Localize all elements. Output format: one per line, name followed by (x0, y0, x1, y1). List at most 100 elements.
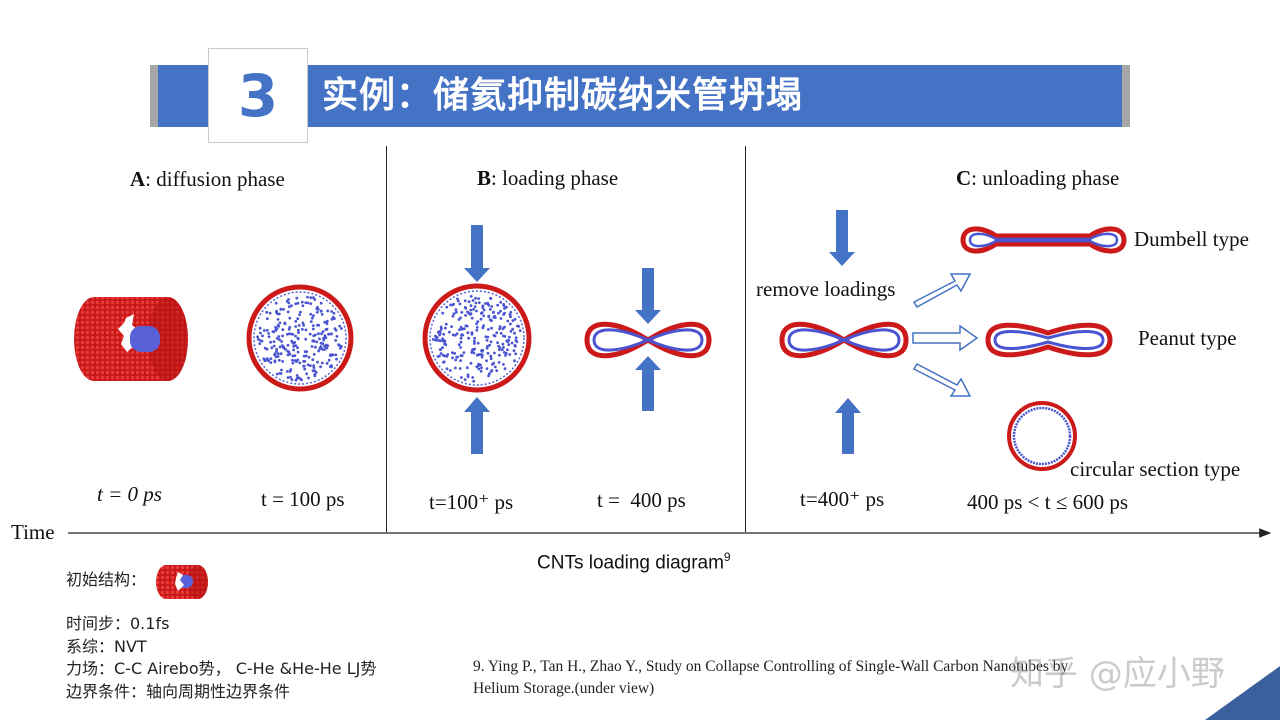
time-label-t100: t = 100 ps (261, 487, 345, 511)
helium-atom (456, 299, 460, 303)
helium-atom (458, 328, 461, 332)
helium-atom (315, 340, 319, 344)
helium-atom (335, 335, 339, 338)
helium-atom (450, 325, 453, 328)
helium-atom (475, 328, 479, 332)
helium-atom (503, 325, 506, 329)
phase-a-heading: A: diffusion phase (130, 167, 285, 191)
helium-atom (272, 340, 276, 343)
helium-atom (458, 302, 462, 306)
helium-atom (479, 369, 483, 373)
arrow-down-b1 (464, 225, 490, 282)
helium-atom (438, 332, 442, 335)
diagram-caption: CNTs loading diagram9 (537, 550, 731, 574)
helium-atom (334, 353, 338, 357)
helium-atom (513, 331, 516, 335)
initial-structure-icon (156, 565, 208, 599)
reference-line-1: 9. Ying P., Tan H., Zhao Y., Study on Co… (473, 658, 1069, 675)
helium-atom (327, 332, 330, 336)
helium-atom (441, 346, 444, 349)
helium-atom (459, 354, 463, 357)
reference-line-2: Helium Storage.(under view) (473, 680, 655, 697)
helium-atom (325, 362, 329, 365)
helium-atom (317, 332, 320, 336)
helium-atom (319, 301, 323, 305)
helium-atom (475, 309, 478, 313)
helium-atom (300, 300, 304, 304)
helium-atom (310, 316, 314, 320)
helium-atom (509, 330, 513, 333)
helium-atom (279, 308, 283, 311)
helium-atom (311, 339, 315, 342)
helium-atom (469, 295, 473, 298)
helium-atom (465, 366, 469, 370)
helium-atom (274, 301, 278, 305)
arrow-up-b1 (464, 397, 490, 454)
helium-atom (315, 307, 319, 311)
helium-atom (312, 296, 315, 299)
helium-atom (472, 308, 475, 311)
helium-atom (434, 338, 437, 342)
figure8-c-start (779, 321, 909, 359)
helium-atom (286, 310, 290, 314)
helium-atom (288, 316, 292, 320)
helium-atom (477, 353, 480, 357)
helium-atom (498, 327, 501, 331)
helium-atom (502, 363, 505, 366)
helium-atom (488, 372, 491, 376)
helium-atom (320, 313, 324, 316)
helium-atom (476, 341, 480, 345)
helium-atom (281, 360, 284, 363)
helium-atom (503, 311, 506, 315)
helium-atom (469, 312, 473, 316)
helium-atom (335, 357, 338, 361)
figure8-b (584, 321, 712, 359)
helium-atom (477, 367, 481, 371)
helium-atom (513, 359, 516, 363)
helium-atom (282, 346, 285, 350)
helium-atom (274, 326, 277, 329)
helium-atom (470, 351, 474, 354)
helium-atom (286, 376, 290, 379)
helium-atom (292, 348, 295, 352)
helium-atom (321, 342, 325, 346)
helium-atom (288, 332, 291, 336)
helium-atom (498, 348, 501, 352)
helium-atom (446, 353, 450, 356)
time-label-t400: t = 400 ps (597, 488, 686, 512)
helium-atom (495, 369, 499, 372)
helium-atom (466, 331, 470, 335)
helium-atom (454, 308, 458, 312)
note-initial: 初始结构： (66, 570, 147, 589)
helium-atom (277, 358, 281, 362)
helium-atom (477, 301, 481, 304)
loading-arrows (464, 210, 861, 454)
helium-atom (290, 378, 294, 382)
helium-atom (467, 300, 471, 304)
helium-atom (290, 339, 294, 343)
helium-atom (444, 326, 447, 330)
helium-atom (485, 359, 488, 363)
helium-atom (474, 296, 477, 300)
helium-atom (473, 305, 477, 309)
helium-atom (495, 331, 499, 335)
helium-atom (295, 376, 299, 380)
helium-atom (311, 358, 315, 362)
helium-atom (438, 329, 442, 333)
helium-atom (510, 341, 514, 345)
dumbell-shape (960, 226, 1127, 254)
helium-atom (298, 313, 301, 317)
arrow-to-dumbell (912, 273, 972, 309)
helium-atom (461, 333, 465, 337)
time-label-range: 400 ps < t ≤ 600 ps (967, 490, 1129, 514)
helium-atom (439, 352, 443, 355)
helium-atom (490, 305, 494, 308)
helium-atom (277, 312, 281, 316)
helium-atom (294, 325, 298, 328)
helium-atom (489, 354, 493, 358)
helium-atom (301, 321, 305, 325)
helium-atom (306, 301, 310, 305)
notes-block: 时间步：0.1fs 系综：NVT 力场：C-C Airebo势， C-He &H… (66, 613, 376, 703)
helium-atom (496, 341, 499, 344)
note-ensemble: 系综：NVT (66, 636, 147, 656)
